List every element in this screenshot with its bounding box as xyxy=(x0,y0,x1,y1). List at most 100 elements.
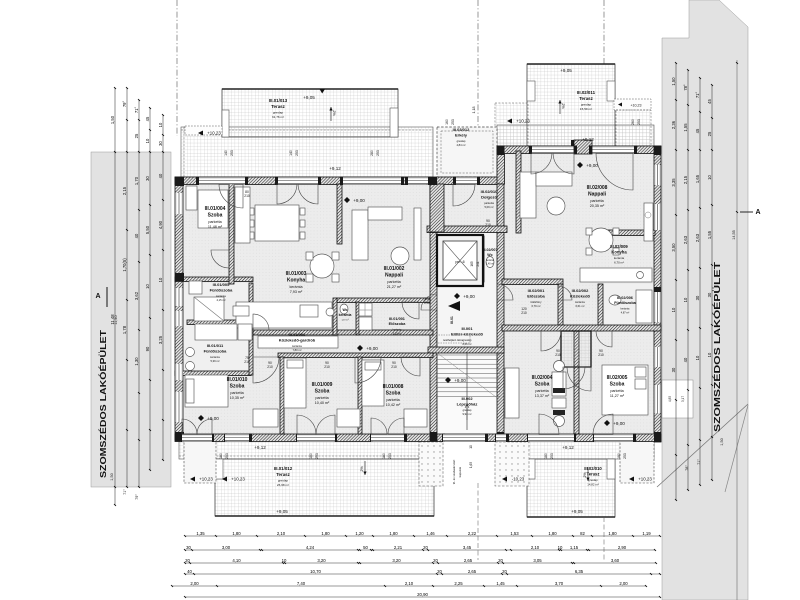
svg-text:III.01/013: III.01/013 xyxy=(269,98,288,103)
svg-text:1,65: 1,65 xyxy=(469,462,473,468)
svg-text:1,80: 1,80 xyxy=(389,531,398,536)
svg-text:III.01/006: III.01/006 xyxy=(289,332,306,337)
svg-text:greslap: greslap xyxy=(463,408,472,412)
svg-text:2,36: 2,36 xyxy=(671,120,676,129)
svg-text:7,93 m²: 7,93 m² xyxy=(290,290,303,294)
svg-text:Fürdőszoba: Fürdőszoba xyxy=(614,301,636,305)
svg-text:Konyha: Konyha xyxy=(611,250,627,255)
svg-text:5,25 m²: 5,25 m² xyxy=(393,332,402,335)
svg-text:parketta: parketta xyxy=(230,391,244,395)
svg-text:3,20: 3,20 xyxy=(392,558,401,563)
svg-text:+9,00: +9,00 xyxy=(586,163,598,168)
svg-text:90: 90 xyxy=(599,349,603,353)
svg-text:20,90: 20,90 xyxy=(417,592,428,597)
svg-text:III.01/001: III.01/001 xyxy=(389,317,405,321)
svg-text:greslap: greslap xyxy=(457,139,466,143)
svg-text:III.02/010: III.02/010 xyxy=(584,466,602,471)
svg-text:+10,23: +10,23 xyxy=(207,131,221,136)
svg-text:15,59 m²: 15,59 m² xyxy=(580,107,592,111)
svg-text:11,48: 11,48 xyxy=(110,314,115,325)
svg-text:6,61 m²: 6,61 m² xyxy=(575,304,584,308)
svg-text:140: 140 xyxy=(224,150,228,156)
svg-text:Terasz: Terasz xyxy=(579,96,593,101)
svg-text:1,53: 1,53 xyxy=(510,531,519,536)
svg-text:253: 253 xyxy=(637,119,641,125)
svg-text:71°: 71° xyxy=(695,92,700,99)
svg-text:40: 40 xyxy=(158,173,163,178)
svg-text:Szoba: Szoba xyxy=(230,383,245,389)
svg-text:8,66 m²: 8,66 m² xyxy=(462,342,471,346)
svg-text:71°: 71° xyxy=(123,489,127,495)
svg-text:253: 253 xyxy=(315,453,319,459)
svg-text:210: 210 xyxy=(267,365,273,369)
svg-text:pm -6: pm -6 xyxy=(455,260,464,264)
svg-text:21,27 m²: 21,27 m² xyxy=(387,285,402,289)
svg-text:+10,23: +10,23 xyxy=(231,477,245,482)
svg-text:3,62: 3,62 xyxy=(134,291,139,300)
svg-text:1,80: 1,80 xyxy=(608,531,617,536)
svg-text:III.02/007: III.02/007 xyxy=(483,248,498,252)
svg-text:1,19: 1,19 xyxy=(642,531,651,536)
svg-text:Nappali: Nappali xyxy=(385,272,404,278)
svg-text:+9,00: +9,00 xyxy=(454,378,466,383)
svg-text:10: 10 xyxy=(707,352,712,357)
svg-text:210: 210 xyxy=(555,353,561,357)
svg-text:parketta: parketta xyxy=(610,389,624,393)
svg-text:Szoba: Szoba xyxy=(386,390,401,396)
svg-text:kerámia: kerámia xyxy=(289,285,303,289)
svg-text:+9,00: +9,00 xyxy=(463,294,475,299)
svg-text:6,79 m²: 6,79 m² xyxy=(531,304,540,308)
svg-text:Dolgozó: Dolgozó xyxy=(481,194,497,199)
svg-text:165: 165 xyxy=(470,261,474,267)
svg-text:1,50: 1,50 xyxy=(671,77,676,86)
svg-text:kerámia: kerámia xyxy=(621,307,631,310)
svg-text:4,87 m²: 4,87 m² xyxy=(621,311,630,314)
svg-text:7,40: 7,40 xyxy=(297,581,306,586)
svg-text:180: 180 xyxy=(309,453,313,459)
svg-text:1,80: 1,80 xyxy=(232,531,241,536)
svg-text:14,82 m²: 14,82 m² xyxy=(587,483,598,487)
svg-text:III.02/004: III.02/004 xyxy=(532,375,553,381)
svg-text:40: 40 xyxy=(134,233,139,238)
svg-text:4,84 m²: 4,84 m² xyxy=(456,143,465,147)
svg-text:Terasz: Terasz xyxy=(271,104,285,109)
svg-text:III.02/005: III.02/005 xyxy=(607,375,628,381)
svg-text:4,85: 4,85 xyxy=(668,396,672,402)
svg-text:5,39 m²: 5,39 m² xyxy=(210,359,219,363)
svg-text:3,70: 3,70 xyxy=(555,581,564,586)
svg-text:210: 210 xyxy=(391,365,397,369)
svg-text:30: 30 xyxy=(145,176,150,181)
svg-text:210: 210 xyxy=(598,353,604,357)
svg-text:1,70: 1,70 xyxy=(134,176,139,185)
svg-text:parketta: parketta xyxy=(208,220,222,224)
svg-text:1,35: 1,35 xyxy=(196,531,205,536)
svg-text:III.01/005: III.01/005 xyxy=(213,282,230,287)
svg-text:9,94 m²: 9,94 m² xyxy=(462,412,471,416)
svg-text:3,45: 3,45 xyxy=(463,545,472,550)
svg-text:210: 210 xyxy=(244,360,250,364)
svg-text:30: 30 xyxy=(707,292,712,297)
svg-text:fő- és szabadonzárt: fő- és szabadonzárt xyxy=(452,460,456,485)
svg-text:kerámia: kerámia xyxy=(292,344,302,348)
svg-text:45: 45 xyxy=(695,128,700,133)
svg-text:2,10: 2,10 xyxy=(531,545,540,550)
svg-text:III.02/008: III.02/008 xyxy=(587,185,608,191)
svg-text:10: 10 xyxy=(695,355,700,360)
svg-text:Közlekedő: Közlekedő xyxy=(570,293,591,298)
svg-text:+9,12: +9,12 xyxy=(562,445,574,450)
svg-text:+9,00: +9,00 xyxy=(366,346,378,351)
svg-text:20: 20 xyxy=(437,569,442,574)
svg-text:253: 253 xyxy=(451,119,455,125)
svg-text:+9,12: +9,12 xyxy=(329,166,341,171)
svg-text:2,21: 2,21 xyxy=(394,545,403,550)
svg-text:75: 75 xyxy=(245,356,249,360)
svg-text:III.01/004: III.01/004 xyxy=(205,206,226,212)
svg-text:45: 45 xyxy=(145,116,150,121)
svg-text:parketta: parketta xyxy=(590,199,604,203)
svg-text:kerámia: kerámia xyxy=(614,256,625,260)
svg-text:1,45: 1,45 xyxy=(496,581,505,586)
svg-text:26,68 m²: 26,68 m² xyxy=(277,483,289,487)
svg-text:kerámia: kerámia xyxy=(216,294,226,298)
svg-text:Szoba: Szoba xyxy=(208,212,223,218)
svg-text:280: 280 xyxy=(370,150,374,156)
